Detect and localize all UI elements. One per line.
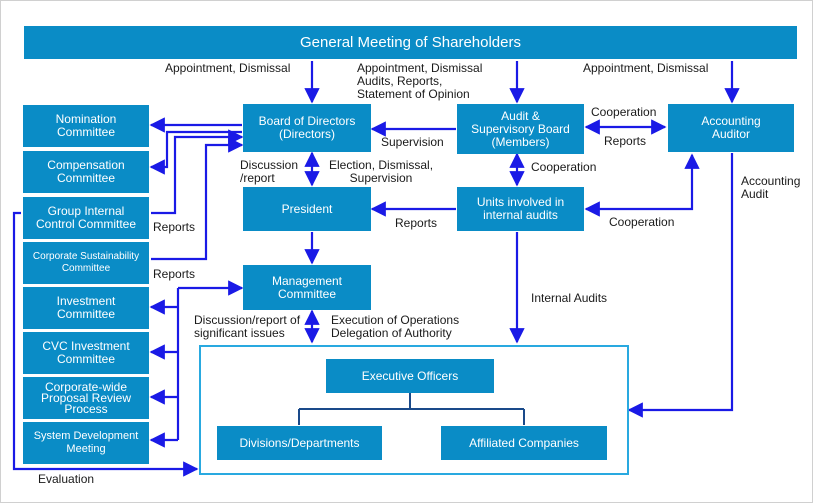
audit-board-box: Audit & Supervisory Board (Members) <box>457 104 584 154</box>
committee-label: Nomination Committee <box>55 112 117 139</box>
internal-audit-units-box: Units involved in internal audits <box>457 187 584 231</box>
committee-label: CVC Investment Committee <box>42 339 130 366</box>
board-of-directors-label: Board of Directors (Directors) <box>258 114 356 141</box>
label-accounting-audit: Accounting Audit <box>741 174 801 201</box>
label-execution: Execution of Operations Delegation of Au… <box>331 313 460 340</box>
committee-label: Corporate Sustainability Committee <box>32 251 140 274</box>
committee-label: Investment Committee <box>56 294 116 321</box>
internal-audit-units-label: Units involved in internal audits <box>476 195 565 222</box>
president-label: President <box>281 201 333 216</box>
committee-nomination: Nomination Committee <box>23 105 149 147</box>
label-discussion-significant: Discussion/report of significant issues <box>194 313 301 340</box>
committee-investment: Investment Committee <box>23 287 149 329</box>
committee-label: System Development Meeting <box>33 430 139 455</box>
audit-board-label: Audit & Supervisory Board (Members) <box>471 108 570 149</box>
committee-group-internal-control: Group Internal Control Committee <box>23 197 149 239</box>
committee-label: Group Internal Control Committee <box>35 204 137 231</box>
label-appointment-right: Appointment, Dismissal <box>583 61 709 75</box>
label-internal-audits: Internal Audits <box>531 291 608 305</box>
board-of-directors-box: Board of Directors (Directors) <box>243 104 371 152</box>
label-reports-gic: Reports <box>153 220 196 234</box>
accounting-auditor-box: Accounting Auditor <box>668 104 794 152</box>
arrow-board-compensation <box>149 130 242 175</box>
label-reports-right: Reports <box>604 134 647 148</box>
arrow-accounting-audit <box>627 153 734 418</box>
arrow-csc-board <box>151 137 244 261</box>
arrow-gic-board <box>151 129 244 215</box>
label-discussion-report: Discussion /report <box>240 158 299 185</box>
committee-compensation: Compensation Committee <box>23 151 149 193</box>
committee-cvc-investment: CVC Investment Committee <box>23 332 149 374</box>
divisions-label: Divisions/Departments <box>239 435 360 450</box>
arrow-cooperation-units <box>584 153 700 217</box>
president-box: President <box>243 187 371 231</box>
label-cooperation-mid: Cooperation <box>531 160 597 174</box>
management-committee-box: Management Committee <box>243 265 371 310</box>
label-cooperation-units: Cooperation <box>609 215 675 229</box>
accounting-auditor-label: Accounting Auditor <box>701 114 761 141</box>
executive-officers-label: Executive Officers <box>361 368 459 383</box>
management-committee-label: Management Committee <box>271 273 343 301</box>
label-evaluation: Evaluation <box>38 472 95 486</box>
operations-frame <box>199 345 629 475</box>
committee-label: Compensation Committee <box>47 158 125 185</box>
executive-officers-box: Executive Officers <box>326 359 494 393</box>
committee-corporate-sustainability: Corporate Sustainability Committee <box>23 242 149 284</box>
committee-system-development: System Development Meeting <box>23 422 149 464</box>
general-meeting-bar: General Meeting of Shareholders <box>24 26 797 59</box>
label-reports-csc: Reports <box>153 267 196 281</box>
label-appointment-left: Appointment, Dismissal <box>165 61 291 75</box>
divisions-box: Divisions/Departments <box>217 426 382 460</box>
label-cooperation-top: Cooperation <box>591 105 657 119</box>
committee-proposal-review: Corporate-wide Proposal Review Process <box>23 377 149 419</box>
general-meeting-title: General Meeting of Shareholders <box>300 34 521 51</box>
arrow-evaluation <box>12 211 199 477</box>
label-reports-units: Reports <box>395 216 438 230</box>
label-appointment-mid: Appointment, Dismissal Audits, Reports, … <box>357 61 483 101</box>
affiliated-companies-label: Affiliated Companies <box>469 435 579 450</box>
label-election: Election, Dismissal, Supervision <box>329 158 434 185</box>
label-supervision: Supervision <box>381 135 444 149</box>
committee-label: Corporate-wide Proposal Review Process <box>40 379 132 416</box>
affiliated-companies-box: Affiliated Companies <box>441 426 607 460</box>
